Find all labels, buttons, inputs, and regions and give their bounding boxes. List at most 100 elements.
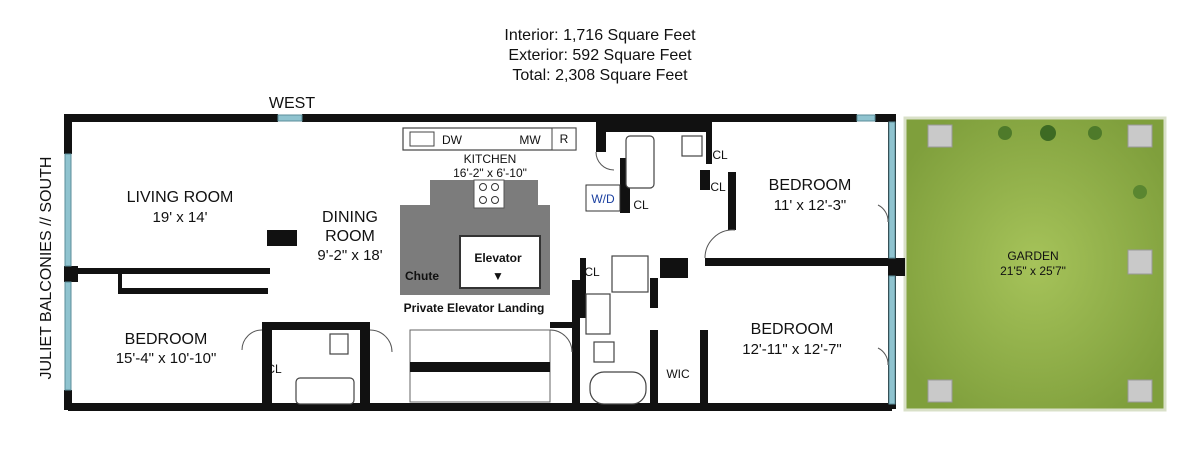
window — [888, 275, 896, 405]
wall-segment — [360, 322, 370, 410]
elevator-down-icon: ▼ — [492, 269, 504, 283]
elevator-core — [400, 179, 550, 295]
wall-segment — [650, 330, 658, 410]
living-room-name: LIVING ROOM — [127, 189, 234, 206]
closet-label: CL — [266, 362, 282, 376]
window — [888, 121, 896, 259]
garden-planter — [927, 379, 953, 403]
wall-segment — [580, 258, 586, 318]
cooktop-icon — [473, 179, 505, 209]
elevator-cab — [459, 235, 541, 289]
garden-planter — [927, 124, 953, 148]
wall-segment — [68, 403, 892, 411]
bath-fixtures — [295, 135, 703, 405]
bathtub-icon — [295, 377, 355, 405]
closet-label: CL — [710, 180, 726, 194]
dining-room-name-line2: ROOM — [325, 228, 375, 245]
chute-label: Chute — [405, 269, 439, 283]
stair-rail — [410, 362, 550, 372]
vanity-icon — [585, 293, 611, 335]
elevator-landing-label: Private Elevator Landing — [404, 301, 545, 315]
dishwasher-label: DW — [442, 133, 463, 147]
wall-segment — [700, 330, 708, 410]
window — [856, 114, 876, 122]
wall-segment — [650, 278, 658, 308]
bedroom-ne-name: BEDROOM — [769, 177, 852, 194]
washer-dryer-label: W/D — [591, 192, 615, 206]
burner-icon — [491, 196, 499, 204]
wall-segment — [604, 122, 709, 132]
kitchen-countertop — [402, 127, 577, 151]
walls — [64, 114, 905, 411]
garden-planter — [1127, 379, 1153, 403]
closet-label: CL — [584, 265, 600, 279]
door-swing — [549, 329, 573, 353]
staircase — [409, 329, 551, 403]
window — [277, 114, 303, 122]
bedroom-sw-dims: 15'-4" x 10'-10" — [116, 350, 217, 367]
garden-dims: 21'5" x 25'7" — [1000, 264, 1066, 278]
door-swings — [241, 151, 889, 366]
plant-icon — [1088, 126, 1102, 140]
burner-icon — [491, 183, 499, 191]
dining-room-dims: 9'-2" x 18' — [317, 247, 382, 264]
wall-segment — [705, 258, 900, 266]
dining-room-name-line1: DINING — [322, 209, 378, 226]
south-label: JULIET BALCONIES // SOUTH — [38, 157, 55, 380]
wall-segment — [620, 158, 630, 213]
kitchen-dims: 16'-2" x 6'-10" — [453, 166, 527, 180]
wall-segment — [660, 258, 688, 278]
living-room-dims: 19' x 14' — [153, 209, 208, 226]
total-sqft: Total: 2,308 Square Feet — [512, 67, 688, 84]
wall-segment — [262, 322, 272, 410]
door-swing — [241, 329, 263, 351]
kitchen-counter-top — [402, 127, 577, 151]
sink-icon — [409, 131, 435, 147]
wall-segment — [706, 122, 712, 164]
wall-segment — [70, 268, 270, 274]
bedroom-ne-dims: 11' x 12'-3" — [774, 197, 846, 214]
wall-segment — [68, 114, 278, 122]
wall-segment — [572, 280, 580, 410]
wall-segment — [268, 322, 368, 330]
garden-area — [903, 116, 1167, 412]
garden-lawn — [905, 118, 1165, 410]
refrigerator-label: R — [560, 132, 569, 146]
wall-segment — [728, 172, 736, 230]
palm-icon — [1040, 125, 1056, 141]
plant-icon — [998, 126, 1012, 140]
plant-icon — [1133, 185, 1147, 199]
door-swing — [877, 347, 889, 366]
shower-icon — [611, 255, 649, 293]
burner-icon — [479, 183, 487, 191]
washer-dryer-box — [585, 184, 621, 212]
garden-planter — [1127, 124, 1153, 148]
garden-name: GARDEN — [1007, 249, 1058, 263]
bedroom-se-name: BEDROOM — [751, 321, 834, 338]
closet-label: CL — [712, 148, 728, 162]
column — [267, 230, 297, 246]
microwave-label: MW — [519, 133, 541, 147]
bedroom-sw-name: BEDROOM — [125, 331, 208, 348]
elevator-label: Elevator — [474, 251, 522, 265]
door-swing — [877, 204, 889, 223]
interior-sqft: Interior: 1,716 Square Feet — [504, 27, 696, 44]
square-footage-summary: Interior: 1,716 Square Feet Exterior: 59… — [0, 26, 1200, 86]
refrigerator-icon — [551, 127, 577, 151]
wall-segment — [64, 390, 72, 410]
wall-segment — [64, 114, 72, 154]
toilet-icon — [593, 341, 615, 363]
exterior-sqft: Exterior: 592 Square Feet — [508, 47, 692, 64]
wall-segment — [596, 122, 606, 152]
wall-segment — [302, 114, 857, 122]
wall-segment — [550, 322, 580, 328]
toilet-icon — [681, 135, 703, 157]
windows — [64, 114, 896, 405]
burner-icon — [479, 196, 487, 204]
door-swing — [369, 329, 393, 353]
west-label: WEST — [269, 95, 315, 112]
wall-segment — [700, 170, 710, 190]
door-swing — [704, 229, 736, 259]
bathtub-icon — [625, 135, 655, 189]
